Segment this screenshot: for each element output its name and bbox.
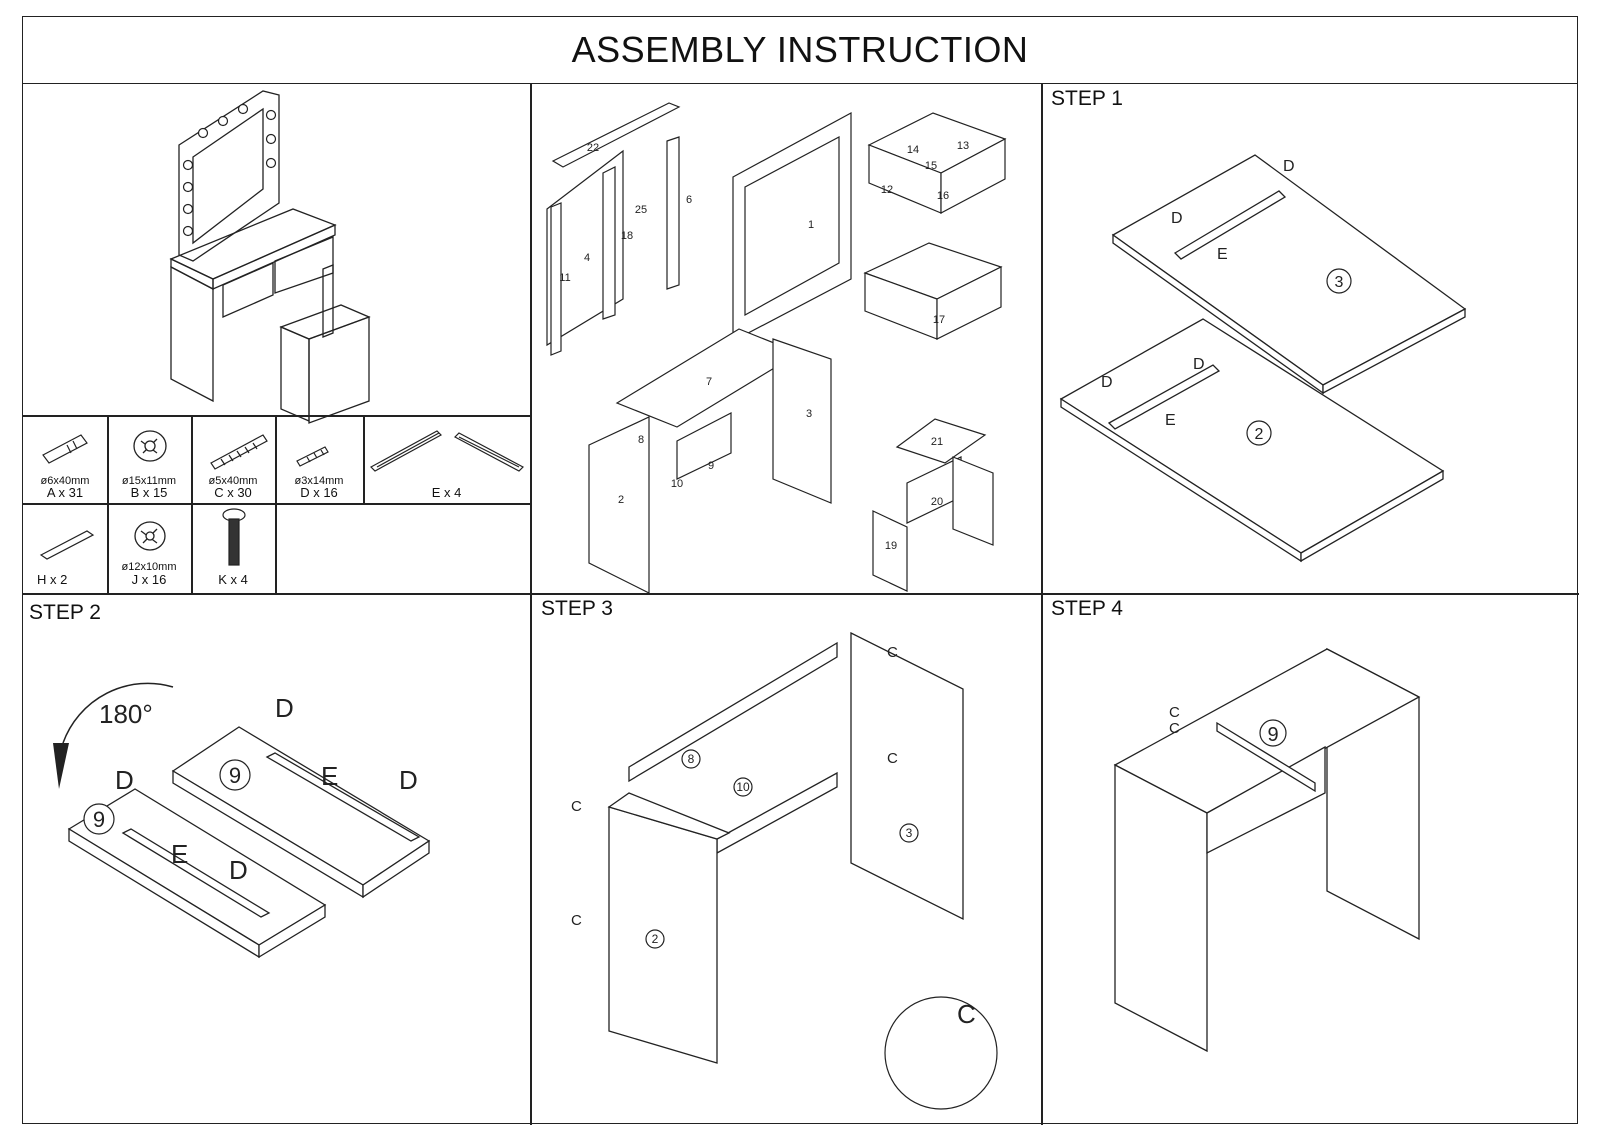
step4-c-2: C: [1169, 720, 1180, 737]
divider: [363, 415, 365, 503]
part-12-label: 12: [881, 184, 893, 196]
part-8-label: 8: [638, 434, 644, 446]
step1-e-top: E: [1217, 246, 1228, 263]
parts-exploded-view: 1 2 3 4 6 7 8 9 10 11 12 13 14 15 16 17 …: [546, 102, 1007, 594]
hardware-k-qty: K x 4: [218, 572, 248, 587]
step-4-label: STEP 4: [1051, 597, 1123, 620]
part-6-label: 6: [686, 194, 692, 206]
hardware-a-size: ø6x40mm: [40, 475, 90, 487]
rotate-arrow-icon: [53, 743, 69, 789]
divider: [23, 503, 530, 505]
step3-c-2: C: [887, 750, 898, 767]
part-18-label: 18: [621, 230, 633, 242]
page-title: ASSEMBLY INSTRUCTION: [23, 17, 1577, 84]
step2-d-2: D: [399, 765, 418, 795]
hinge-strip-icon: [39, 530, 95, 560]
bolt-icon: [222, 508, 246, 566]
part-4-label: 4: [584, 252, 590, 264]
hardware-b-size: ø15x11mm: [121, 475, 177, 487]
screw-icon: [296, 446, 329, 467]
step3-c-4: C: [571, 912, 582, 929]
part-9-label: 9: [708, 460, 714, 472]
vanity-overview-illustration: [169, 90, 371, 424]
divider: [191, 415, 193, 593]
part-25-label: 25: [635, 204, 647, 216]
step1-d-top: D: [1283, 158, 1295, 175]
divider: [1041, 83, 1043, 1125]
cam-lock-icon: [134, 521, 166, 551]
step2-e-2: E: [171, 839, 188, 869]
part-11-label: 11: [559, 272, 570, 284]
drawer-rail-icon: [370, 430, 524, 472]
step-1-illustration: D D E D D E 3 2: [1059, 154, 1467, 563]
step1-e-lower: E: [1165, 412, 1176, 429]
step3-part-2: 2: [652, 932, 659, 946]
divider: [23, 593, 1579, 595]
hardware-j-size: ø12x10mm: [121, 561, 177, 573]
step-1-label: STEP 1: [1051, 87, 1123, 110]
cam-lock-icon: [133, 430, 167, 462]
part-3-label: 3: [806, 408, 812, 420]
dowel-icon: [42, 434, 88, 464]
part-21-label: 21: [931, 436, 943, 448]
part-17-label: 17: [933, 314, 945, 326]
step-4-illustration: C C 9: [1113, 647, 1421, 1053]
step2-e-1: E: [321, 761, 338, 791]
step2-part-9a: 9: [229, 763, 241, 788]
hardware-e-qty: E x 4: [431, 485, 462, 500]
step4-part-9: 9: [1267, 724, 1278, 746]
step2-rotation: 180°: [99, 699, 153, 729]
step1-part-2: 2: [1255, 426, 1264, 443]
step1-d-lower-left: D: [1101, 374, 1113, 391]
step3-part-3: 3: [906, 826, 913, 840]
part-10-label: 10: [671, 478, 683, 490]
step-2-label: STEP 2: [29, 601, 101, 624]
instruction-sheet: ASSEMBLY INSTRUCTION STEP 1 STEP 2 STEP …: [22, 16, 1579, 1125]
divider: [107, 415, 109, 593]
step2-d-3: D: [115, 765, 134, 795]
step-2-illustration: 180° D E D D E D 9 9: [53, 682, 431, 959]
step2-part-9b: 9: [93, 807, 105, 832]
hardware-c-qty: C x 30: [214, 485, 252, 500]
hardware-b-qty: B x 15: [130, 485, 168, 500]
part-13-label: 13: [957, 140, 969, 152]
step3-part-10: 10: [736, 780, 750, 794]
screw-icon: [210, 434, 268, 470]
hardware-a-qty: A x 31: [46, 485, 84, 500]
step3-part-8: 8: [688, 752, 695, 766]
part-16-label: 16: [937, 190, 949, 202]
hardware-h-qty: H x 2: [37, 572, 68, 587]
step-3-illustration: C C C C 8 10 3 2 C: [571, 631, 998, 1110]
step-3-label: STEP 3: [541, 597, 613, 620]
part-20-label: 20: [931, 496, 943, 508]
hardware-d-qty: D x 16: [300, 485, 338, 500]
part-2-label: 2: [618, 494, 624, 506]
divider: [530, 83, 532, 1125]
hardware-j-qty: J x 16: [131, 572, 167, 587]
step3-detail-c: C: [957, 999, 976, 1029]
step4-c-1: C: [1169, 704, 1180, 721]
step2-d-4: D: [229, 855, 248, 885]
hardware-d-size: ø3x14mm: [294, 475, 344, 487]
step1-d-left: D: [1171, 210, 1183, 227]
step1-part-3: 3: [1335, 274, 1344, 291]
step1-d-lower-top: D: [1193, 356, 1205, 373]
part-1-label: 1: [808, 219, 814, 231]
part-7-label: 7: [706, 376, 712, 388]
part-19-label: 19: [885, 540, 897, 552]
step2-d-1: D: [275, 693, 294, 723]
part-15-label: 15: [925, 160, 937, 172]
step3-c-3: C: [571, 798, 582, 815]
part-14-label: 14: [907, 144, 919, 156]
part-22-label: 22: [587, 142, 599, 154]
step3-c-1: C: [887, 644, 898, 661]
divider: [23, 415, 530, 417]
hardware-c-size: ø5x40mm: [208, 475, 258, 487]
divider: [275, 415, 277, 593]
